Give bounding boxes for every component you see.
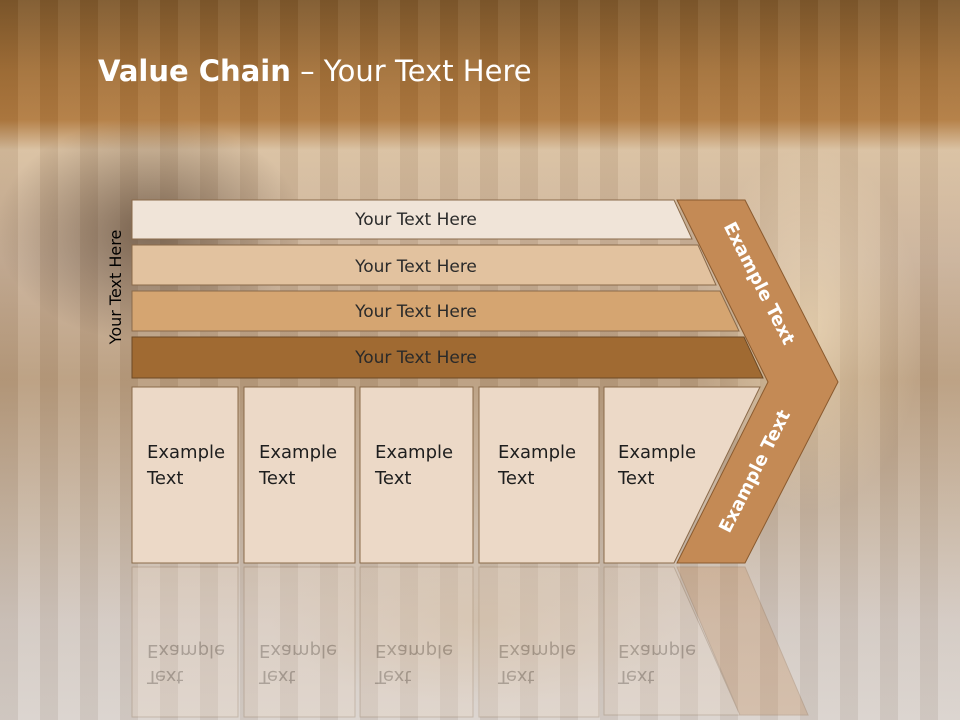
column-box-4 (478, 386, 600, 564)
band-2-label: Your Text Here (354, 257, 477, 277)
column-box-3 (359, 386, 474, 564)
column-box-5 (603, 386, 761, 564)
band-3-label: Your Text Here (354, 302, 477, 322)
band-2 (131, 244, 717, 286)
band-1 (131, 199, 693, 240)
chevron-arrow (676, 199, 839, 564)
column-box-2 (243, 386, 356, 564)
band-4-label: Your Text Here (354, 348, 477, 368)
column-box-1 (131, 386, 239, 564)
band-4 (131, 336, 764, 379)
band-3 (131, 290, 740, 332)
slide-title: Value Chain – Your Text Here (98, 54, 532, 88)
band-1-label: Your Text Here (354, 210, 477, 230)
